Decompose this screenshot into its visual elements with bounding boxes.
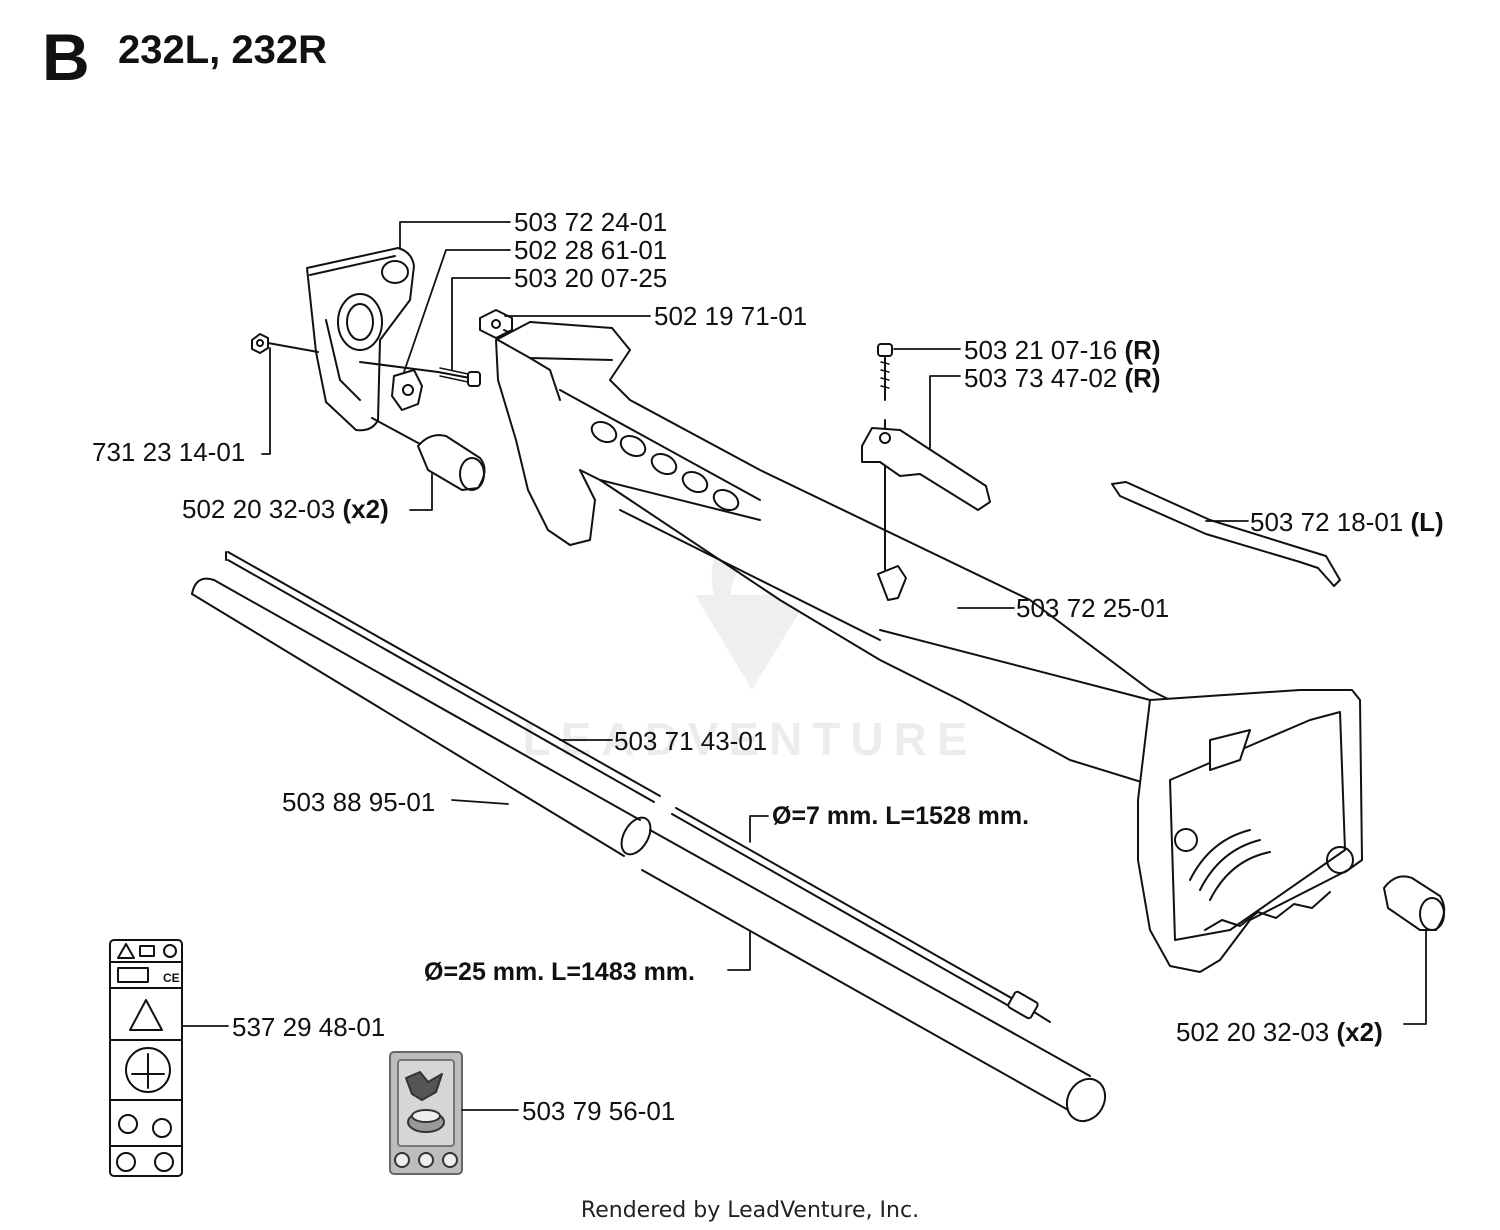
- part-number: 503 71 43-01: [614, 726, 768, 756]
- screw: [359, 361, 481, 387]
- warning-decal: CE: [109, 939, 183, 1177]
- callout-503-88-95-01[interactable]: 503 88 95-01: [282, 789, 435, 815]
- callout-537-29-48-01[interactable]: 537 29 48-01: [232, 1014, 385, 1040]
- callout-503-21-07-16[interactable]: 503 21 07-16 (R): [964, 337, 1161, 363]
- part-number: 503 72 18-01: [1250, 507, 1404, 537]
- part-number: 731 23 14-01: [92, 437, 246, 467]
- callout-503-72-25-01[interactable]: 503 72 25-01: [1016, 595, 1169, 621]
- part-qualifier: (R): [1124, 363, 1161, 393]
- end-cap-right: [1383, 875, 1446, 931]
- gear-housing: [1137, 689, 1363, 973]
- square-nut: [479, 309, 531, 343]
- nut: [251, 333, 319, 354]
- throttle-bracket: [861, 427, 991, 511]
- callout-503-20-07-25[interactable]: 503 20 07-25: [514, 265, 667, 291]
- part-number: 503 21 07-16: [964, 335, 1118, 365]
- callout-502-20-32-03-left[interactable]: 502 20 32-03 (x2): [182, 496, 389, 522]
- tube: [191, 577, 1107, 1123]
- end-cap-left: [371, 417, 486, 491]
- part-number: 503 72 24-01: [514, 207, 668, 237]
- leader-lines: [181, 221, 1427, 1111]
- callout-503-73-47-02[interactable]: 503 73 47-02 (R): [964, 365, 1161, 391]
- shaft-dimension: Ø=7 mm. L=1528 mm.: [772, 802, 1030, 830]
- clamp: [391, 369, 423, 411]
- callout-503-72-18-01[interactable]: 503 72 18-01 (L): [1250, 509, 1444, 535]
- part-number: 503 73 47-02: [964, 363, 1118, 393]
- shaft-housing: [495, 321, 1251, 801]
- part-qualifier: (R): [1124, 335, 1161, 365]
- callout-503-79-56-01[interactable]: 503 79 56-01: [522, 1098, 675, 1124]
- part-number: 537 29 48-01: [232, 1012, 386, 1042]
- part-qualifier: (L): [1410, 507, 1444, 537]
- part-number: 502 19 71-01: [654, 301, 808, 331]
- callout-503-71-43-01[interactable]: 503 71 43-01: [614, 728, 767, 754]
- lever: [1111, 481, 1341, 587]
- callout-502-28-61-01[interactable]: 502 28 61-01: [514, 237, 667, 263]
- part-number: 502 28 61-01: [514, 235, 668, 265]
- callout-502-20-32-03-right[interactable]: 502 20 32-03 (x2): [1176, 1019, 1383, 1045]
- section-letter: B: [42, 20, 90, 94]
- logo-decal: [389, 1051, 463, 1175]
- part-number: 503 20 07-25: [514, 263, 668, 293]
- part-qualifier: (x2): [342, 494, 389, 524]
- part-number: 502 20 32-03: [182, 494, 336, 524]
- model-title: 232L, 232R: [118, 28, 328, 72]
- watermark-text: LEADVENTURE: [522, 713, 978, 765]
- part-number: 502 20 32-03: [1176, 1017, 1330, 1047]
- part-number: 503 88 95-01: [282, 787, 436, 817]
- drive-shaft: [225, 551, 1051, 1023]
- tube-dimension: Ø=25 mm. L=1483 mm.: [424, 958, 695, 986]
- callout-503-72-24-01[interactable]: 503 72 24-01: [514, 209, 667, 235]
- clip: [877, 565, 907, 601]
- callout-502-19-71-01[interactable]: 502 19 71-01: [654, 303, 807, 329]
- svg-text:CE: CE: [163, 971, 180, 985]
- callout-731-23-14-01[interactable]: 731 23 14-01: [92, 439, 245, 465]
- part-number: 503 72 25-01: [1016, 593, 1170, 623]
- footer-credit: Rendered by LeadVenture, Inc.: [580, 1198, 920, 1223]
- handle-bracket: [306, 247, 415, 432]
- part-number: 503 79 56-01: [522, 1096, 676, 1126]
- part-qualifier: (x2): [1336, 1017, 1383, 1047]
